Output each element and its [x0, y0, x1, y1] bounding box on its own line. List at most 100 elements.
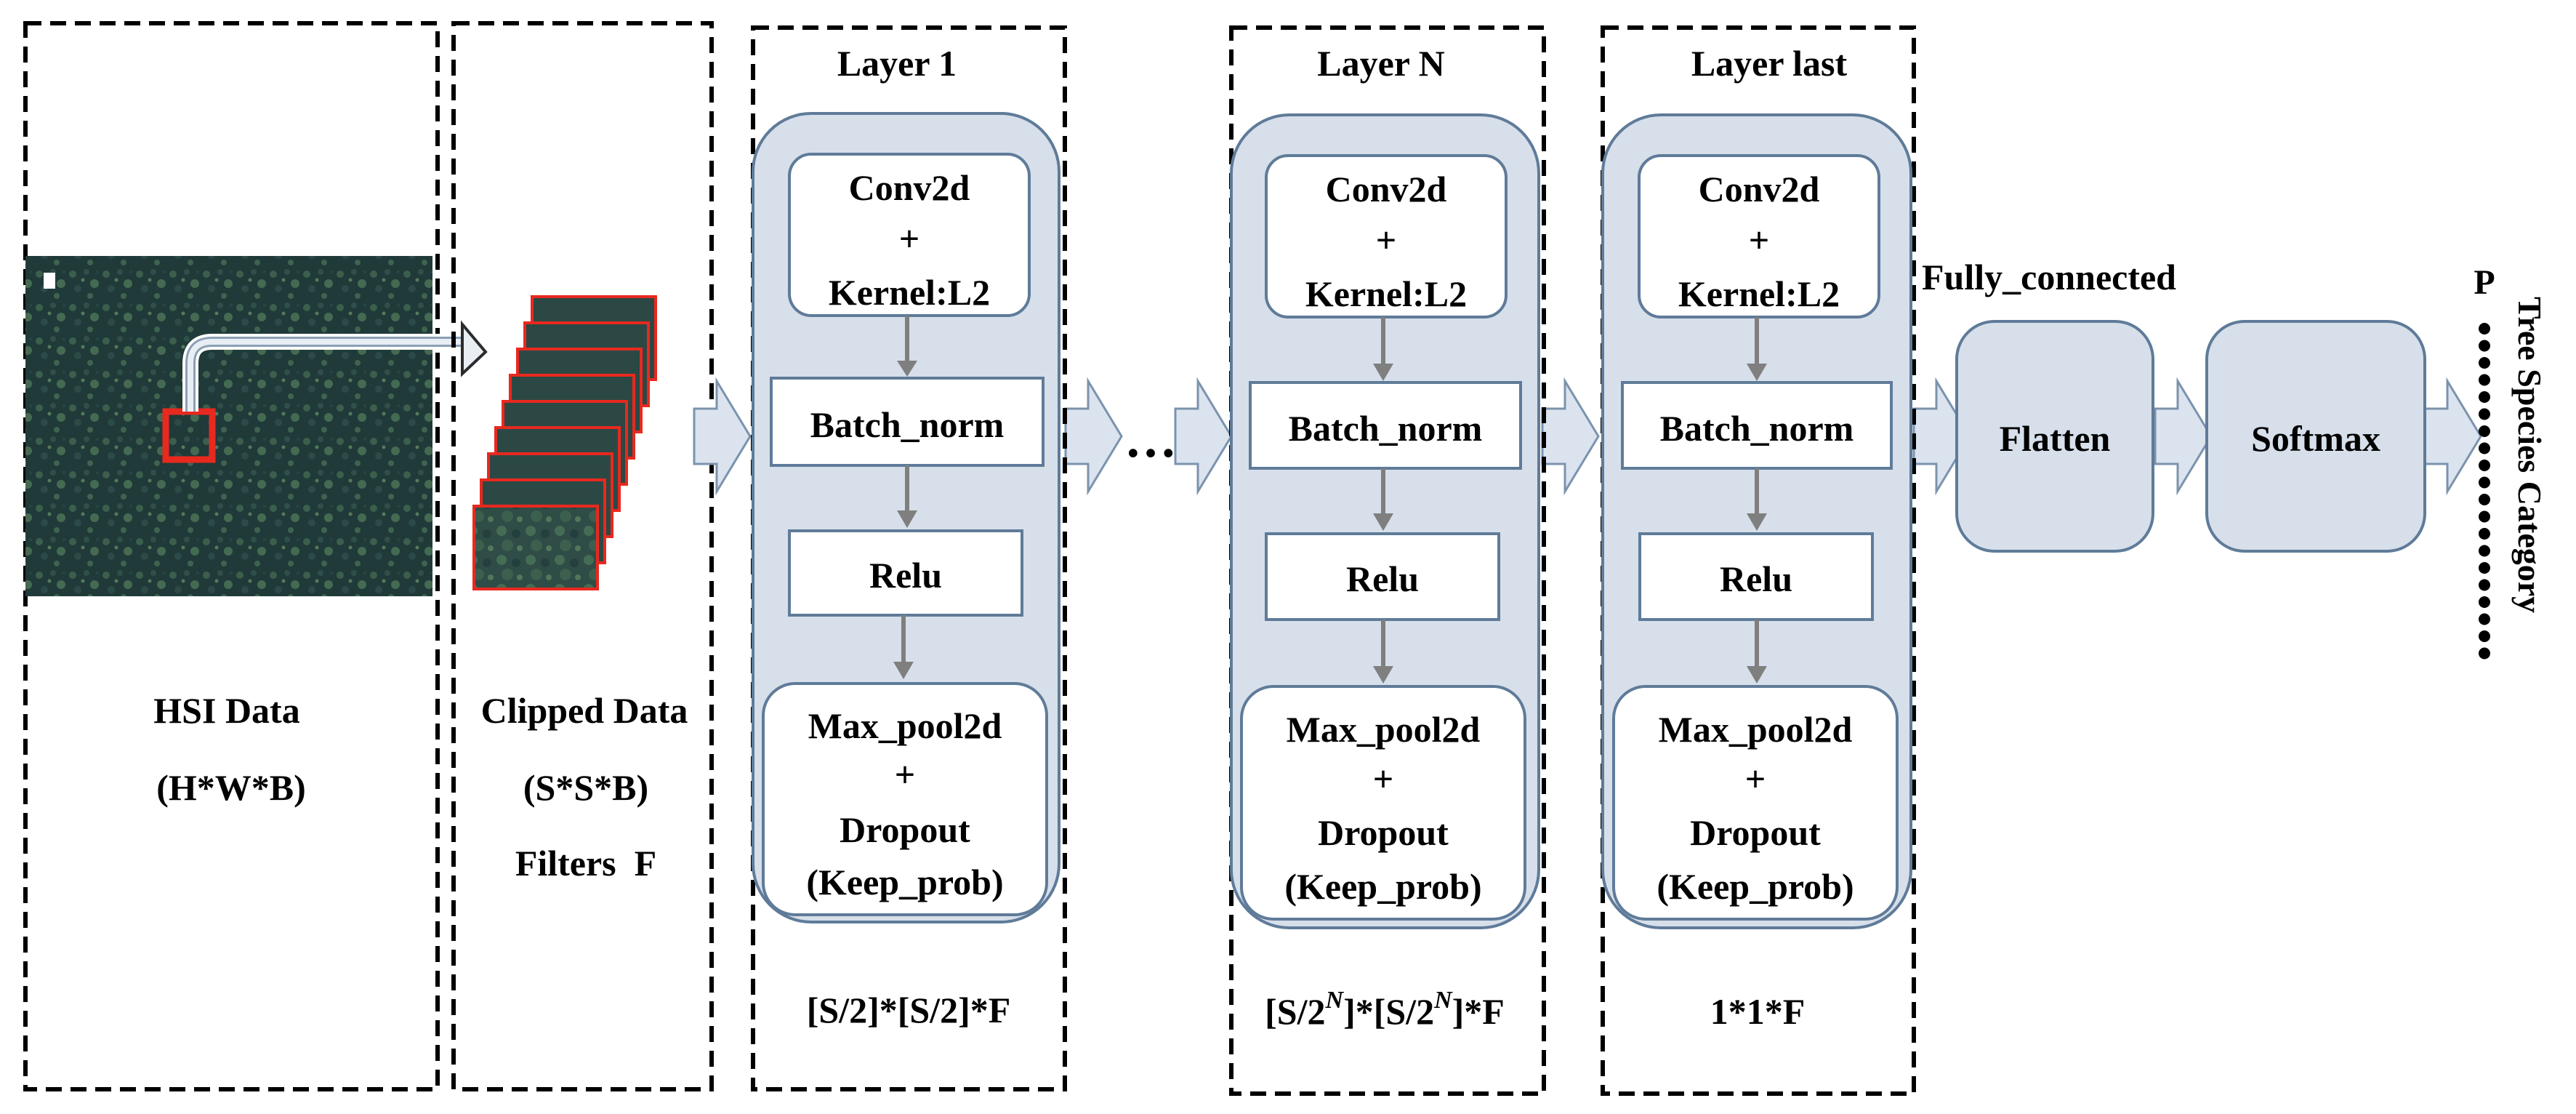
layer-1-flow-arrow-3-head	[893, 662, 914, 679]
layer-last-conv-plus: +	[1749, 220, 1770, 260]
layer-1-pool-plus: +	[895, 754, 916, 795]
layer-n-size-exponent-2: N	[1433, 987, 1453, 1014]
layer-1-batchnorm-box	[770, 377, 1045, 467]
output-dot	[2479, 630, 2490, 642]
output-dot	[2479, 613, 2490, 625]
arrow-softmax-to-output	[2423, 377, 2482, 496]
layer-n-relu-box	[1265, 532, 1500, 621]
layer-1-pool-label: Max_pool2d	[808, 705, 1002, 746]
layer-n-flow-arrow-1-head	[1373, 364, 1393, 381]
layer-last-pool-plus: +	[1745, 758, 1766, 799]
layer-n-conv-box	[1265, 154, 1508, 318]
layer-last-batchnorm-box	[1621, 381, 1893, 470]
layer-last-batchnorm-label: Batch_norm	[1660, 408, 1854, 449]
output-dots	[2479, 323, 2490, 660]
ellipsis: …	[1124, 410, 1177, 468]
layer-1-title: Layer 1	[837, 43, 957, 84]
fully-connected-label: Fully_connected	[1922, 257, 2176, 297]
arrow-layer1-out	[1064, 377, 1123, 496]
layer-1-output-size: [S/2]*[S/2]*F	[807, 990, 1011, 1030]
layer-1-kernel-label: Kernel:L2	[829, 272, 990, 313]
layer-1-flow-arrow-1-head	[897, 361, 917, 377]
layer-n-dropout-label: Dropout	[1318, 812, 1449, 853]
layer-last-pool-box	[1612, 685, 1899, 921]
layer-last-title: Layer last	[1691, 43, 1848, 84]
arrow-layerN-to-last	[1541, 377, 1600, 496]
layer-last-flow-arrow-3-head	[1747, 666, 1767, 684]
layer-n-batchnorm-box	[1249, 381, 1522, 470]
layer-1-batchnorm-label: Batch_norm	[810, 404, 1005, 445]
output-dot	[2479, 562, 2490, 574]
fully-connected-section: Fully_connected Flatten Softmax	[1922, 257, 2426, 553]
output-dot	[2479, 579, 2490, 591]
layer-n-keepprob-label: (Keep_prob)	[1284, 866, 1481, 907]
arrow-clipped-to-layer1	[693, 377, 752, 496]
hsi-image	[25, 256, 432, 596]
output-dot	[2479, 494, 2490, 505]
output-p-label: P	[2474, 263, 2495, 302]
layer-n-output-size: [S/2N]*[S/2N]*F	[1265, 987, 1505, 1032]
output-section: P Tree Species Category	[2474, 263, 2548, 660]
output-dot	[2479, 425, 2490, 437]
layer-last-conv-label: Conv2d	[1699, 169, 1820, 209]
output-dot	[2479, 357, 2490, 369]
layer-n-kernel-label: Kernel:L2	[1305, 273, 1467, 314]
layer-1: Layer 1 Conv2d + Kernel:L2 Batch_norm Re…	[751, 25, 1067, 1091]
layer-1-conv-plus: +	[899, 218, 920, 259]
layer-last-flow-arrow-1-head	[1747, 364, 1767, 381]
output-dot	[2479, 596, 2490, 608]
layer-n-relu-label: Relu	[1346, 558, 1419, 599]
layer-n-title: Layer N	[1317, 43, 1444, 84]
layer-n-pool-box	[1240, 685, 1526, 921]
layer-n-pool-label: Max_pool2d	[1287, 709, 1481, 750]
output-dot	[2479, 528, 2490, 540]
layer-1-pool-box	[762, 682, 1048, 916]
clipped-filters: Filters F	[515, 843, 656, 883]
output-dot	[2479, 476, 2490, 489]
layer-n-size-part-3: ]*F	[1452, 991, 1505, 1032]
clipped-patch-front	[472, 505, 599, 590]
clipped-panel-border	[451, 21, 714, 1091]
output-dot	[2479, 442, 2490, 454]
layer-n-frame	[1229, 25, 1546, 1096]
layer-last-relu-box	[1638, 532, 1874, 621]
arrow-into-layerN	[1174, 377, 1233, 496]
hsi-label: HSI Data	[153, 690, 299, 731]
flatten-box	[1955, 320, 2154, 553]
layer-last-relu-label: Relu	[1720, 558, 1792, 599]
layer-n-size-part-2: ]*[S/2	[1343, 991, 1434, 1032]
layer-1-dropout-label: Dropout	[840, 809, 970, 850]
output-dot	[2479, 408, 2490, 420]
patch-stack	[472, 295, 657, 590]
arrow-last-to-flatten	[1912, 377, 1971, 496]
softmax-label: Softmax	[2251, 418, 2380, 459]
layer-n-pool-plus: +	[1373, 758, 1394, 799]
layer-1-conv-label: Conv2d	[849, 167, 970, 208]
layer-last-kernel-label: Kernel:L2	[1678, 273, 1840, 314]
output-dot	[2479, 460, 2490, 471]
layer-last-frame	[1601, 25, 1916, 1096]
layer-1-relu-box	[788, 529, 1023, 617]
layer-n-batchnorm-label: Batch_norm	[1289, 408, 1483, 449]
layer-n-conv-plus: +	[1376, 220, 1397, 260]
layer-last-output-size: 1*1*F	[1710, 991, 1806, 1032]
clipped-label: Clipped Data	[481, 690, 688, 731]
output-category-label: Tree Species Category	[2511, 297, 2548, 613]
output-dot	[2479, 374, 2490, 386]
output-dot	[2479, 323, 2490, 334]
hsi-panel: HSI Data (H*W*B)	[23, 21, 488, 1091]
output-dot	[2479, 647, 2490, 660]
layer-n-size-exponent-1: N	[1325, 987, 1345, 1014]
hsi-dims: (H*W*B)	[156, 767, 306, 808]
layer-last-dropout-label: Dropout	[1690, 812, 1821, 853]
layer-n-conv-label: Conv2d	[1326, 169, 1447, 209]
layer-1-relu-label: Relu	[869, 555, 942, 596]
layer-1-flow-arrow-2-head	[897, 510, 917, 528]
output-dot	[2479, 340, 2490, 352]
output-dot	[2479, 510, 2490, 523]
layer-last-pool-label: Max_pool2d	[1659, 709, 1853, 750]
output-dot	[2479, 545, 2490, 557]
arrow-flatten-to-softmax	[2154, 377, 2213, 496]
